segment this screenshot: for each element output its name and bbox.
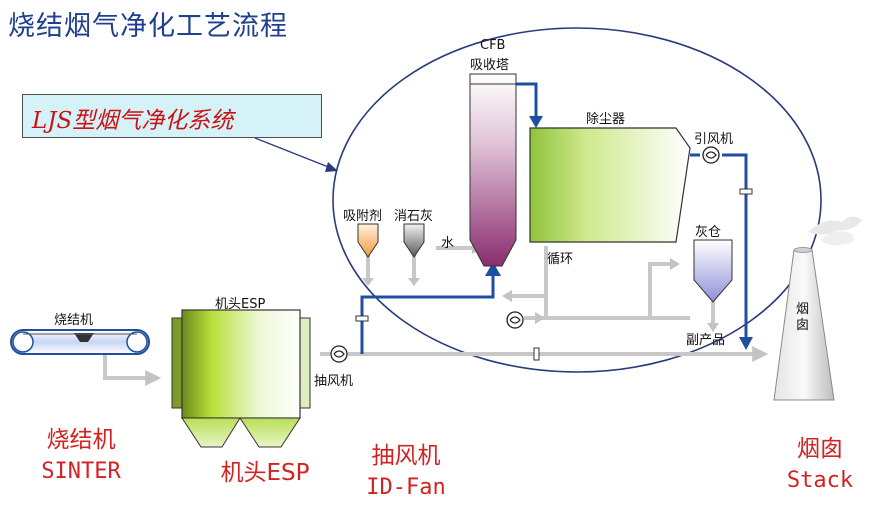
stack-caption-en: Stack <box>786 468 854 493</box>
slaked-lime-label: 消石灰 <box>394 209 434 224</box>
ash-silo <box>693 239 733 303</box>
adsorbent-hopper <box>357 223 379 258</box>
sinter-caption-cn: 烧结机 <box>46 427 116 453</box>
circulation-label: 循环 <box>547 252 574 267</box>
gray-pipes <box>103 246 769 386</box>
head-esp <box>171 309 311 448</box>
head-esp-label: 机头ESP <box>215 297 266 312</box>
sinter-machine <box>10 329 150 355</box>
induced-fan-icon <box>702 146 720 164</box>
chimney-label: 烟囱 <box>796 302 810 333</box>
damper-icon <box>355 315 369 322</box>
cfb-absorber <box>469 73 517 267</box>
recirculation-fan-icon <box>506 311 524 329</box>
cfb-label: CFB <box>480 38 506 53</box>
fan-caption: 抽风机 ID-Fan <box>346 441 466 503</box>
page-title: 烧结烟气净化工艺流程 <box>8 11 288 42</box>
silo-feed-arrow <box>670 258 680 270</box>
id-fan-label: 抽风机 <box>314 374 354 389</box>
cfb-inlet-arrow <box>485 262 501 276</box>
stack-caption: 烟囱 Stack <box>780 434 860 496</box>
byproduct-label: 副产品 <box>686 333 726 348</box>
callout-pointer-arrowhead <box>325 162 338 172</box>
circulation-arrow <box>502 290 512 302</box>
flue-gas-lines <box>360 82 748 354</box>
adsorbent-arrow <box>362 278 374 286</box>
callout-pointer <box>254 137 337 171</box>
chimney <box>773 216 862 401</box>
damper-icon <box>739 188 753 195</box>
callout-title: LJS型烟气净化系统 <box>32 108 234 134</box>
return-arrow <box>535 312 545 324</box>
fan-caption-en: ID-Fan <box>366 475 446 500</box>
absorber-label: 吸收塔 <box>470 58 510 73</box>
adsorbent-label: 吸附剂 <box>343 209 383 224</box>
stack-caption-cn: 烟囱 <box>797 436 843 462</box>
id-fan-icon <box>330 345 348 363</box>
dust-collector-label: 除尘器 <box>586 112 626 127</box>
callout-box <box>22 94 322 138</box>
sinter-caption-en: SINTER <box>41 459 121 484</box>
lime-hopper <box>403 223 425 258</box>
induced-fan-label: 引风机 <box>694 132 734 147</box>
ash-silo-label: 灰仓 <box>695 225 722 240</box>
sinter-machine-label: 烧结机 <box>54 313 94 328</box>
esp-caption: 机头ESP <box>220 460 310 486</box>
ljs-system-boundary <box>332 27 822 373</box>
lime-arrow <box>408 278 420 286</box>
fan-caption-cn: 抽风机 <box>371 443 441 469</box>
byproduct-arrow <box>707 323 719 332</box>
water-label: 水 <box>441 236 455 251</box>
dust-inlet-arrow <box>529 116 543 128</box>
damper-icon <box>533 347 540 361</box>
stack-return-arrow <box>739 337 753 350</box>
sinter-caption: 烧结机 SINTER <box>26 425 136 487</box>
dust-collector <box>529 127 691 243</box>
